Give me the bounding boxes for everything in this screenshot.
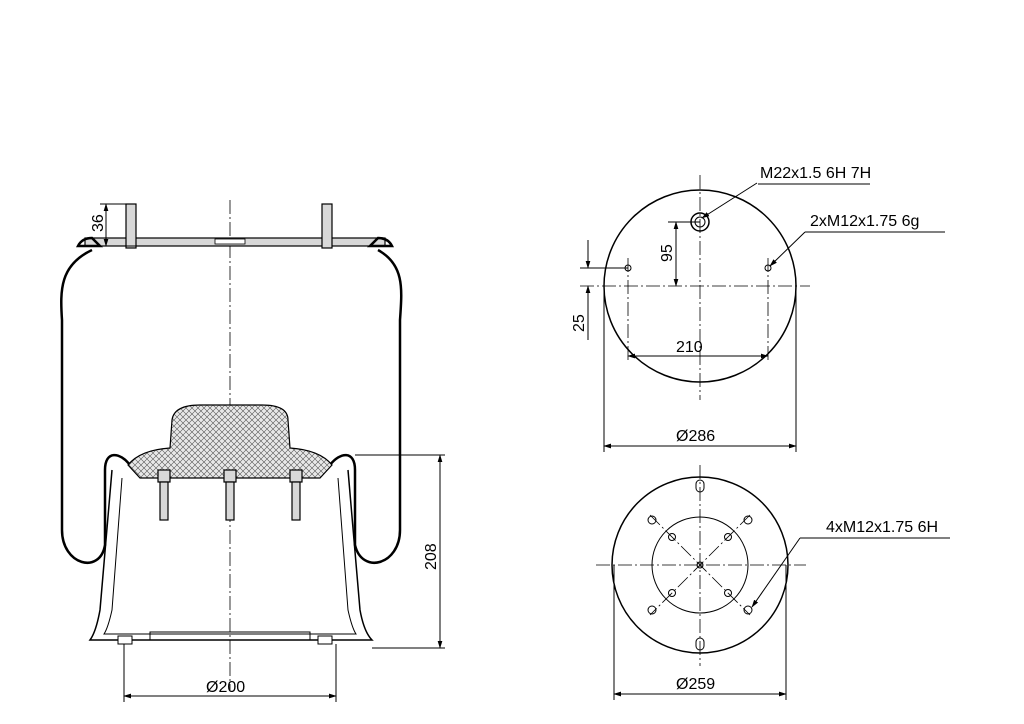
slot-bottom	[695, 637, 705, 651]
top-view: M22x1.5 6H 7H 2xM12x1.75 6g 95 25 210	[571, 165, 945, 452]
top-plate	[75, 236, 395, 248]
dim-d259-label: Ø259	[676, 676, 715, 693]
dim-d286: Ø286	[603, 286, 797, 452]
leader-2xm12: 2xM12x1.75 6g	[769, 213, 945, 267]
dim-d200: Ø200	[123, 644, 337, 702]
dim-25: 25	[571, 240, 628, 340]
leader-m22: M22x1.5 6H 7H	[701, 165, 871, 219]
dim-d286-label: Ø286	[676, 428, 715, 445]
bumper-section	[127, 404, 333, 479]
bellows-outline	[60, 248, 131, 564]
dim-36: 36	[90, 203, 136, 247]
dim-208: 208	[355, 454, 445, 649]
bottom-diag-axis-2	[649, 514, 751, 616]
side-view: 36 208 Ø200	[60, 200, 445, 702]
bellows-outline-right	[329, 248, 403, 564]
bottom-studs	[157, 469, 303, 521]
top-stud-right	[764, 264, 772, 272]
dim-d259: Ø259	[613, 565, 787, 700]
dim-95-label: 95	[659, 244, 676, 262]
bottom-view: 4xM12x1.75 6H Ø259	[596, 465, 950, 700]
thread-main-label: M22x1.5 6H 7H	[760, 165, 871, 182]
dim-208-label: 208	[423, 543, 440, 570]
dim-95: 95	[659, 221, 700, 287]
dim-210-label: 210	[676, 339, 703, 356]
dim-25-label: 25	[571, 314, 588, 332]
leader-4xm12: 4xM12x1.75 6H	[751, 519, 950, 608]
dim-d200-label: Ø200	[206, 679, 245, 696]
thread-bottom-label: 4xM12x1.75 6H	[826, 519, 938, 536]
dim-36-label: 36	[90, 214, 107, 232]
inner-holes	[668, 533, 732, 597]
dim-210: 210	[627, 339, 769, 359]
piston	[88, 469, 374, 645]
slot-top	[695, 479, 705, 493]
outer-holes	[647, 515, 753, 615]
thread-studs-label: 2xM12x1.75 6g	[810, 213, 919, 230]
